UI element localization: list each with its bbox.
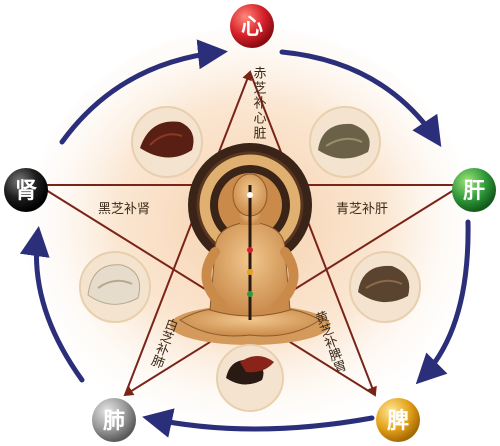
arrow-liver-to-spleen [415, 219, 471, 385]
generating-cycle-arrows [19, 39, 471, 438]
label-green-lingzhi: 青芝补肝 [336, 201, 388, 217]
organ-lung-label: 肺 [103, 409, 125, 434]
meditating-figure-icon [170, 173, 330, 345]
organ-heart: 心 [230, 4, 274, 48]
organ-spleen-label: 脾 [387, 409, 409, 434]
organ-kidney: 肾 [4, 168, 48, 212]
arrow-kidney-to-heart [59, 39, 228, 145]
organ-lung: 肺 [92, 398, 136, 442]
red-lingzhi-icon [131, 106, 203, 178]
star-line-5 [124, 70, 252, 396]
organ-spleen: 脾 [376, 398, 420, 442]
green-lingzhi-icon [309, 106, 381, 178]
white-lingzhi-icon [79, 251, 151, 323]
yellow-lingzhi-icon [349, 251, 421, 323]
organ-liver: 肝 [452, 168, 496, 212]
black-lingzhi-icon [216, 344, 284, 412]
label-red-lingzhi: 赤芝补心脏 [251, 66, 267, 141]
arrow-heart-to-liver [279, 49, 442, 148]
organ-liver-label: 肝 [463, 179, 485, 204]
arrow-lung-to-kidney [19, 226, 85, 383]
organ-heart-label: 心 [241, 15, 263, 40]
label-black-lingzhi: 黑芝补肾 [98, 201, 150, 217]
organ-kidney-label: 肾 [15, 179, 37, 204]
star-line-1 [249, 71, 377, 397]
arrow-spleen-to-lung [142, 408, 375, 438]
